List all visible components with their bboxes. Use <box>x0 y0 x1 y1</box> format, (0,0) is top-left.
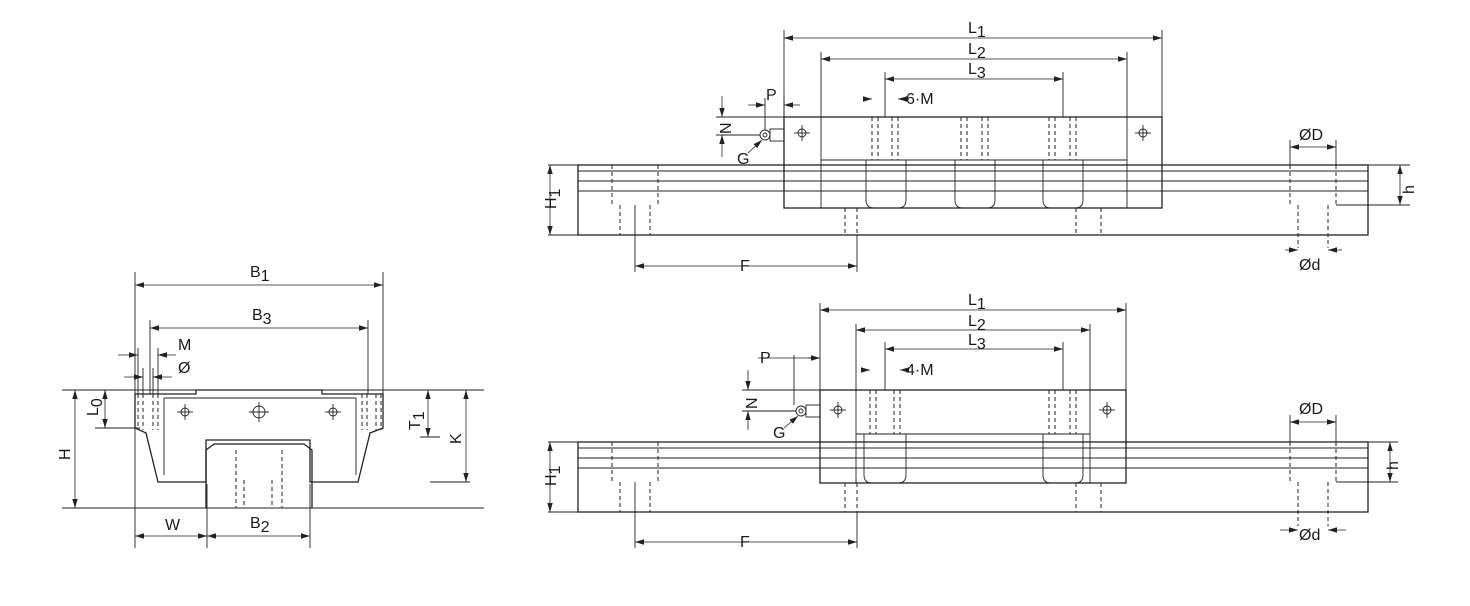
dim-l1-label: L1 <box>968 20 986 41</box>
dim-d-label: Ød <box>1299 527 1320 544</box>
grease-nipple <box>795 404 821 418</box>
dim-f-label: F <box>740 534 750 551</box>
dim-w-label: W <box>165 517 181 534</box>
rail-short <box>577 441 1369 513</box>
dim-holes-label: 4·M <box>906 362 934 379</box>
dim-l1-label: L1 <box>968 292 986 313</box>
dim-phi-label: Ø <box>178 360 190 377</box>
dim-g-label: G <box>737 151 749 168</box>
dim-b2-label: B2 <box>250 515 270 536</box>
dim-h-small-label: h <box>1385 461 1402 470</box>
carriage-long <box>783 116 1163 209</box>
dim-m-label: M <box>178 337 191 354</box>
dim-k-label: K <box>448 433 465 444</box>
grease-nipple <box>759 128 785 142</box>
dim-od-label: ØD <box>1299 127 1323 144</box>
carriage-outline <box>134 389 384 483</box>
dim-l2-label: L2 <box>968 313 986 334</box>
dim-l3-label: L3 <box>968 332 986 353</box>
dim-od-label: ØD <box>1299 401 1323 418</box>
dim-n-label: N <box>744 397 761 409</box>
dim-t1-label: T1 <box>407 411 428 430</box>
dim-p-label: P <box>766 87 777 104</box>
dim-b1-label: B1 <box>250 264 270 285</box>
center-mark-left-end <box>830 402 846 418</box>
dim-h1-label: H1 <box>543 188 564 209</box>
center-mark-left-end <box>794 125 810 141</box>
dim-h1-label: H1 <box>543 465 564 486</box>
dim-n-label: N <box>718 122 735 134</box>
dim-l3-label: L3 <box>968 61 986 82</box>
dim-g-label: G <box>773 425 785 442</box>
rail-long <box>577 164 1369 236</box>
dim-h-label: H <box>57 448 74 460</box>
rail-outline <box>205 443 313 508</box>
front-view: B1 B3 M Ø L0 H T1 K W B2 <box>57 264 484 548</box>
center-mark-right-end <box>1135 125 1151 141</box>
center-mark-right-end <box>1099 402 1115 418</box>
carriage-short <box>819 389 1127 484</box>
dim-l2-label: L2 <box>968 41 986 62</box>
dim-d-label: Ød <box>1299 257 1320 274</box>
dim-l0-label: L0 <box>85 398 106 416</box>
center-mark-left <box>177 404 193 420</box>
dim-h-small-label: h <box>1401 185 1418 194</box>
dim-f-label: F <box>740 258 750 275</box>
dim-b3-label: B3 <box>252 307 272 328</box>
center-mark-middle <box>249 402 269 422</box>
dim-p-label: P <box>760 350 771 367</box>
center-mark-right <box>325 404 341 420</box>
side-view-short: L1 L2 L3 4·M P N G H1 F <box>543 292 1402 551</box>
side-view-long: L1 L2 L3 6·M P N G H1 F <box>543 20 1418 275</box>
dim-holes-label: 6·M <box>906 91 934 108</box>
